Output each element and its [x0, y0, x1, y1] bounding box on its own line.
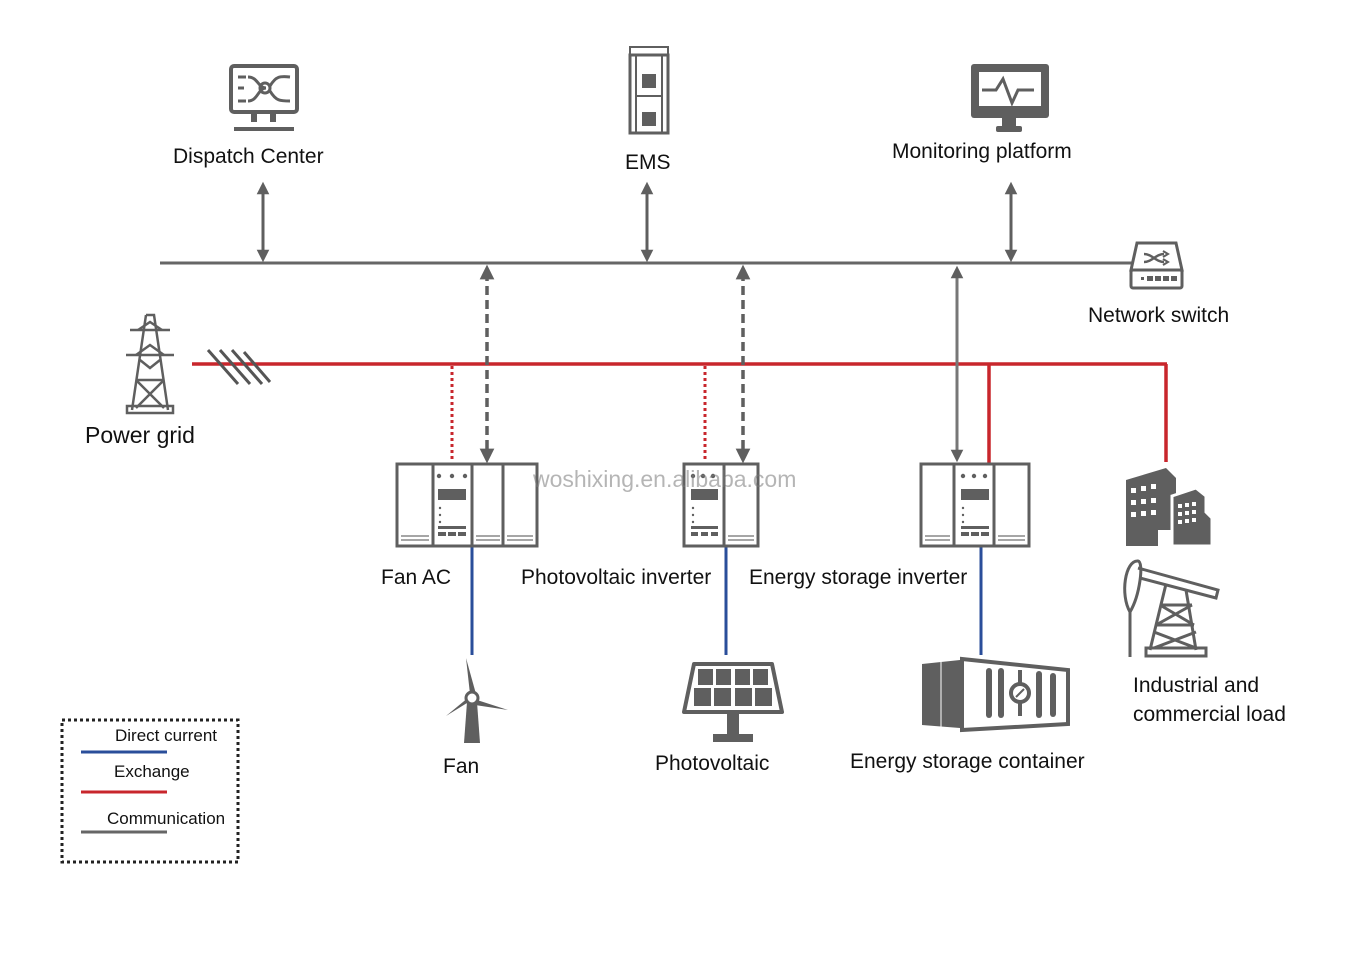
monitoring-platform-label: Monitoring platform: [892, 140, 1072, 163]
legend-label-direct-current: Direct current: [115, 726, 218, 745]
storage-inverter-label: Energy storage inverter: [749, 566, 968, 589]
network-switch-icon: [1129, 241, 1184, 290]
ems-label: EMS: [625, 151, 671, 174]
legend-label-exchange: Exchange: [114, 762, 190, 781]
monitor-network-icon: [229, 64, 299, 131]
network-switch-label: Network switch: [1088, 304, 1230, 327]
transmission-tower-icon: [125, 313, 175, 415]
storage-container-label: Energy storage container: [850, 750, 1085, 773]
dispatch-center-label: Dispatch Center: [173, 145, 324, 168]
solar-panel-icon: [682, 662, 784, 742]
power-grid-label: Power grid: [85, 422, 195, 448]
fan-ac-label: Fan AC: [381, 566, 452, 589]
converter-cabinet-icon: [395, 462, 539, 548]
converter-cabinet-icon: [682, 462, 760, 548]
watermark: woshixing.en.alibaba.com: [533, 466, 797, 492]
load-label-line2: commercial load: [1133, 703, 1286, 726]
load-label-line1: Industrial and: [1133, 674, 1260, 697]
fan-label: Fan: [443, 755, 480, 778]
converter-cabinet-icon: [919, 462, 1031, 548]
wind-turbine-icon: [446, 658, 508, 743]
three-phase-symbol: [206, 349, 272, 385]
legend-box: [60, 718, 240, 864]
ems-cabinet-icon: [628, 46, 670, 135]
buildings-icon: [1126, 468, 1214, 548]
oil-pump-icon: [1123, 559, 1220, 658]
photovoltaic-label: Photovoltaic: [655, 752, 770, 775]
battery-container-icon: [922, 656, 1070, 733]
monitor-pulse-icon: [971, 64, 1049, 132]
pv-inverter-label: Photovoltaic inverter: [521, 566, 712, 589]
legend-label-communication: Communication: [107, 809, 226, 828]
